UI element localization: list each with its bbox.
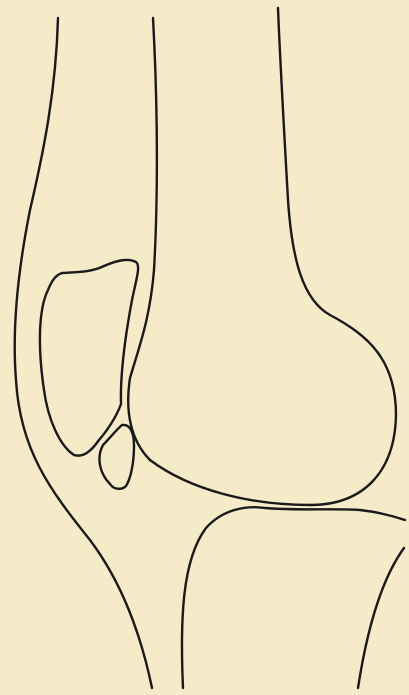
knee-illustration	[0, 0, 409, 695]
paper-background	[0, 0, 409, 695]
